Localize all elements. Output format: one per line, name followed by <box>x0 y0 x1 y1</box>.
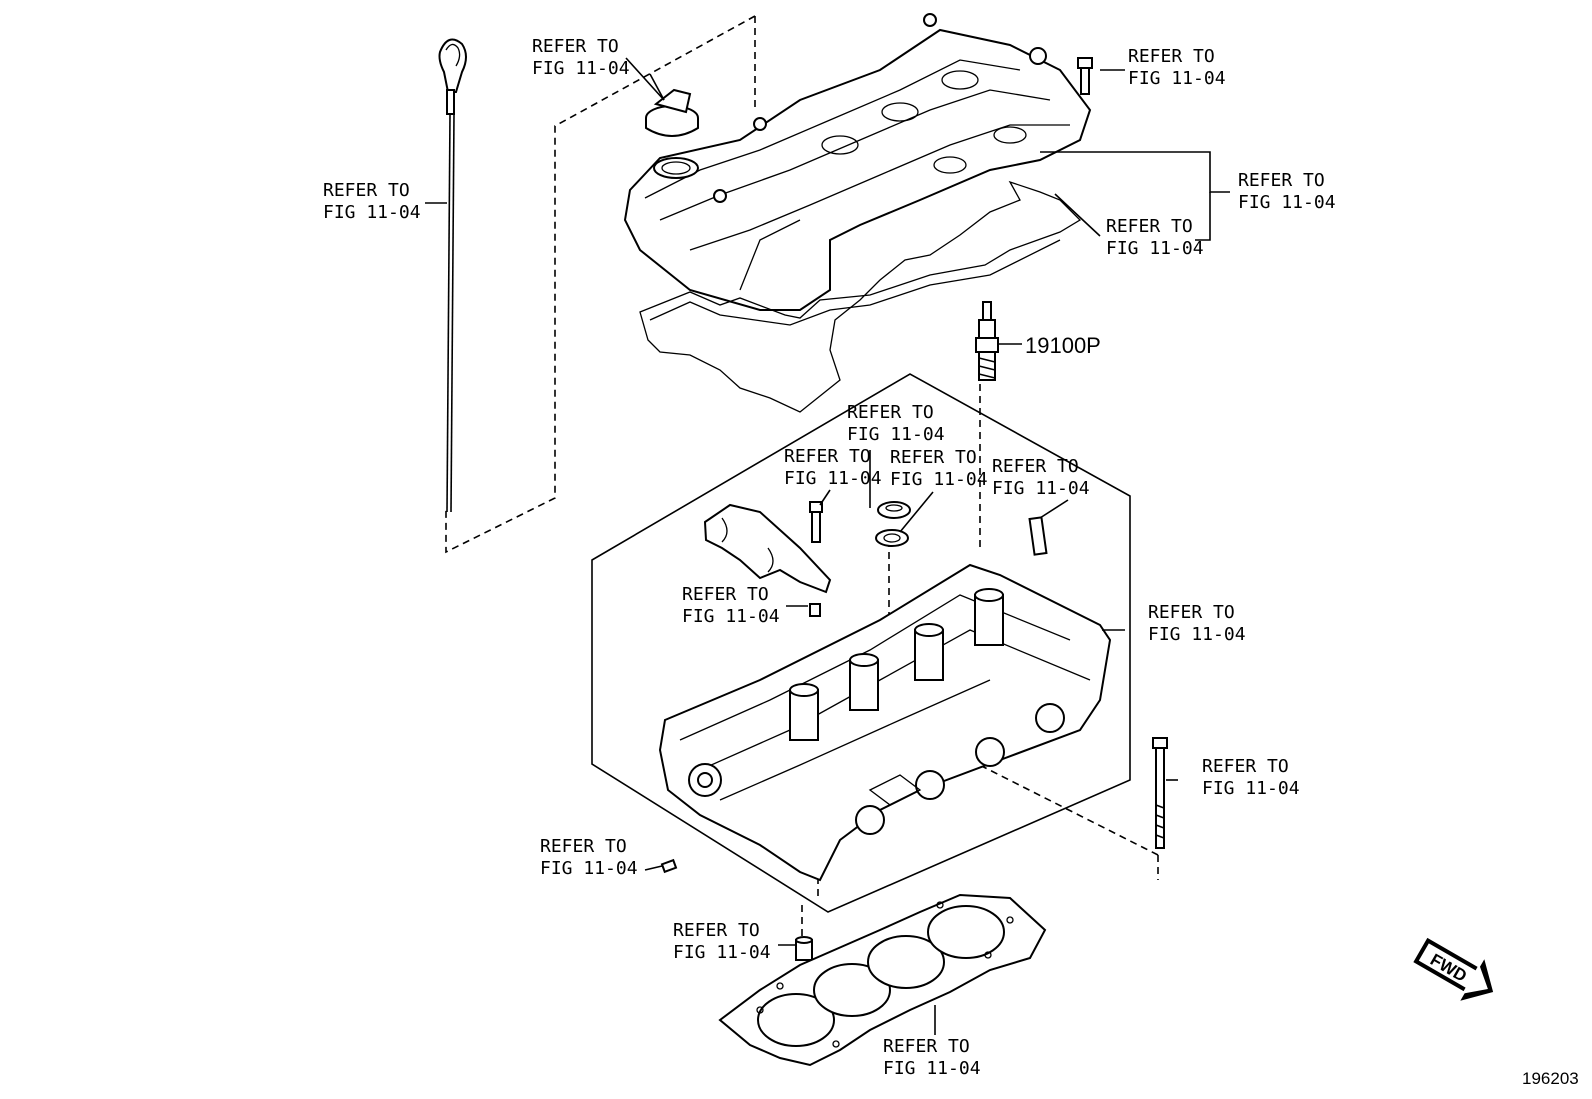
svg-text:REFER TO: REFER TO <box>1238 170 1325 191</box>
callout-pipe: REFER TO FIG 11-04 <box>992 456 1090 499</box>
cylinder-head-plug <box>660 858 678 874</box>
svg-text:FIG 11-04: FIG 11-04 <box>784 468 882 489</box>
svg-text:FIG 11-04: FIG 11-04 <box>323 202 421 223</box>
svg-text:REFER TO: REFER TO <box>323 180 410 201</box>
svg-text:REFER TO: REFER TO <box>532 36 619 57</box>
camshaft-cap-bolt <box>809 501 823 543</box>
svg-text:REFER TO: REFER TO <box>890 447 977 468</box>
oil-filler-cap <box>645 73 699 137</box>
callout-dipstick: REFER TO FIG 11-04 <box>323 180 421 223</box>
svg-text:FIG 11-04: FIG 11-04 <box>992 478 1090 499</box>
svg-text:FIG 11-04: FIG 11-04 <box>1238 192 1336 213</box>
svg-text:FIG 11-04: FIG 11-04 <box>883 1058 981 1079</box>
cylinder-head-gasket <box>718 893 1047 1067</box>
svg-text:REFER TO: REFER TO <box>1202 756 1289 777</box>
svg-text:REFER TO: REFER TO <box>1148 602 1235 623</box>
cover-bolt <box>1077 57 1093 95</box>
ventilation-pipe <box>1028 516 1048 556</box>
svg-text:REFER TO: REFER TO <box>673 920 760 941</box>
svg-text:FIG 11-04: FIG 11-04 <box>1106 238 1204 259</box>
svg-text:FIG 11-04: FIG 11-04 <box>847 424 945 445</box>
callout-head-dowel: REFER TO FIG 11-04 <box>673 920 771 963</box>
cylinder-head-dowel <box>795 936 813 961</box>
spark-plug <box>975 301 1022 381</box>
svg-text:REFER TO: REFER TO <box>992 456 1079 477</box>
svg-text:REFER TO: REFER TO <box>883 1036 970 1057</box>
callout-cam-bolt: REFER TO FIG 11-04 <box>784 446 882 489</box>
callout-head-bolt: REFER TO FIG 11-04 <box>1202 756 1300 799</box>
callout-head-assembly: REFER TO FIG 11-04 <box>1148 602 1246 645</box>
callout-plug-seal: REFER TO FIG 11-04 <box>890 447 988 490</box>
svg-text:19100P: 19100P <box>1025 333 1101 358</box>
alignment-lines <box>445 15 1159 1060</box>
svg-text:FIG 11-04: FIG 11-04 <box>540 858 638 879</box>
callout-plug-left: REFER TO FIG 11-04 <box>540 836 638 879</box>
svg-text:REFER TO: REFER TO <box>540 836 627 857</box>
cylinder-head-cover <box>623 13 1092 311</box>
svg-text:REFER TO: REFER TO <box>682 584 769 605</box>
svg-text:FIG 11-04: FIG 11-04 <box>890 469 988 490</box>
cylinder-head-assembly-frame <box>591 373 1131 913</box>
camshaft-bearing-cap <box>703 503 832 594</box>
callout-spark-plug: 19100P <box>1025 333 1101 358</box>
callout-dowel-pin: REFER TO FIG 11-04 <box>682 584 780 627</box>
svg-text:FIG 11-04: FIG 11-04 <box>1128 68 1226 89</box>
figure-number: 196203 <box>1522 1069 1579 1088</box>
svg-text:FIG 11-04: FIG 11-04 <box>673 942 771 963</box>
callout-cover-bolt: REFER TO FIG 11-04 <box>1128 46 1226 89</box>
dowel-pin <box>809 603 821 617</box>
leader-lines <box>425 57 1230 1035</box>
callout-head-gasket: REFER TO FIG 11-04 <box>883 1036 981 1079</box>
svg-text:FIG 11-04: FIG 11-04 <box>1202 778 1300 799</box>
svg-text:FIG 11-04: FIG 11-04 <box>532 58 630 79</box>
svg-text:REFER TO: REFER TO <box>1106 216 1193 237</box>
cylinder-head-cover-gasket <box>639 180 1082 413</box>
fwd-arrow-icon: FWD <box>1413 937 1494 1001</box>
callout-cover-gasket-outer: REFER TO FIG 11-04 <box>1238 170 1336 213</box>
plug-tube-seal <box>875 501 911 547</box>
oil-dipstick <box>438 38 467 513</box>
svg-text:REFER TO: REFER TO <box>847 402 934 423</box>
svg-text:REFER TO: REFER TO <box>1128 46 1215 67</box>
callout-cam-cap-upper: REFER TO FIG 11-04 <box>847 402 945 445</box>
svg-text:FIG 11-04: FIG 11-04 <box>1148 624 1246 645</box>
cylinder-head-bolt <box>1152 737 1168 849</box>
callout-oil-cap: REFER TO FIG 11-04 <box>532 36 630 79</box>
svg-text:REFER TO: REFER TO <box>784 446 871 467</box>
cylinder-head <box>658 563 1112 882</box>
callout-cover-gasket-inner: REFER TO FIG 11-04 <box>1106 216 1204 259</box>
svg-text:FIG 11-04: FIG 11-04 <box>682 606 780 627</box>
